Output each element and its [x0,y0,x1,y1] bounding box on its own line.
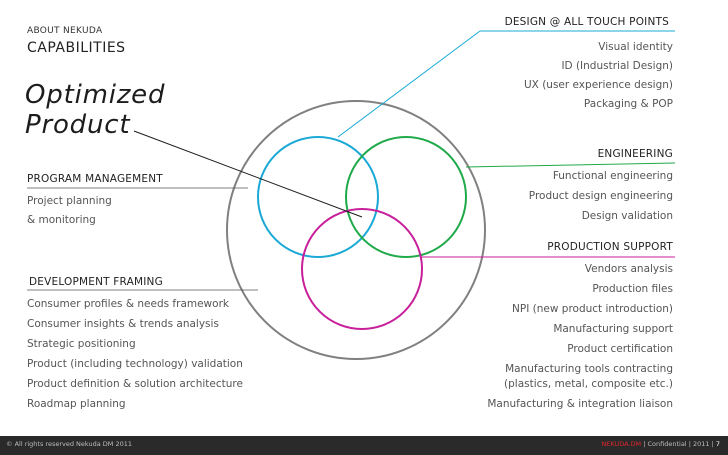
production-item: Product certification [567,343,673,355]
design-item: ID (Industrial Design) [561,60,673,72]
program-title: PROGRAM MANAGEMENT [27,173,163,185]
footer-bar: © All rights reserved Nekuda DM 2011 NEK… [0,436,728,455]
production-item: (plastics, metal, composite etc.) [504,378,673,390]
engineering-title: ENGINEERING [597,148,673,160]
production-item: Manufacturing support [553,323,673,335]
development-title: DEVELOPMENT FRAMING [29,276,163,288]
development-item: Consumer insights & trends analysis [27,318,219,330]
engineering-item: Product design engineering [528,190,673,202]
production-item: Vendors analysis [584,263,673,275]
design-circle [257,136,379,258]
design-item: UX (user experience design) [523,79,673,91]
page-number: 7 [715,440,720,448]
program-item: & monitoring [27,214,96,226]
footer-brand: NEKUDA.DM [601,440,642,448]
copyright-text: © All rights reserved Nekuda DM 2011 [6,440,132,448]
outer-circle [226,100,486,360]
production-item: Manufacturing & integration liaison [487,398,673,410]
design-item: Visual identity [598,41,673,53]
production-title: PRODUCTION SUPPORT [547,241,673,253]
footer-meta: NEKUDA.DM | Confidential | 2011 | 7 [601,440,720,448]
page-title: CAPABILITIES [27,40,126,56]
production-item: NPI (new product introduction) [512,303,673,315]
hero-line-2: Product [25,110,131,140]
engineering-circle [345,136,467,258]
hero-line-1: Optimized [25,80,166,110]
engineering-connector [465,162,676,168]
production-circle [301,208,423,330]
development-item: Consumer profiles & needs framework [27,298,229,310]
eyebrow-label: ABOUT NEKUDA [27,26,103,36]
development-item: Strategic positioning [27,338,136,350]
program-item: Project planning [27,195,112,207]
design-title: DESIGN @ ALL TOUCH POINTS [504,16,669,28]
design-connector [337,30,481,138]
production-item: Manufacturing tools contracting [505,363,673,375]
engineering-item: Design validation [581,210,673,222]
hero-pointer [133,130,363,218]
production-item: Production files [592,283,673,295]
development-item: Product (including technology) validatio… [27,358,243,370]
engineering-item: Functional engineering [552,170,673,182]
footer-year: 2011 [692,440,710,448]
development-item: Roadmap planning [27,398,126,410]
design-item: Packaging & POP [583,98,673,110]
development-item: Product definition & solution architectu… [27,378,243,390]
footer-confidential: Confidential [647,440,687,448]
